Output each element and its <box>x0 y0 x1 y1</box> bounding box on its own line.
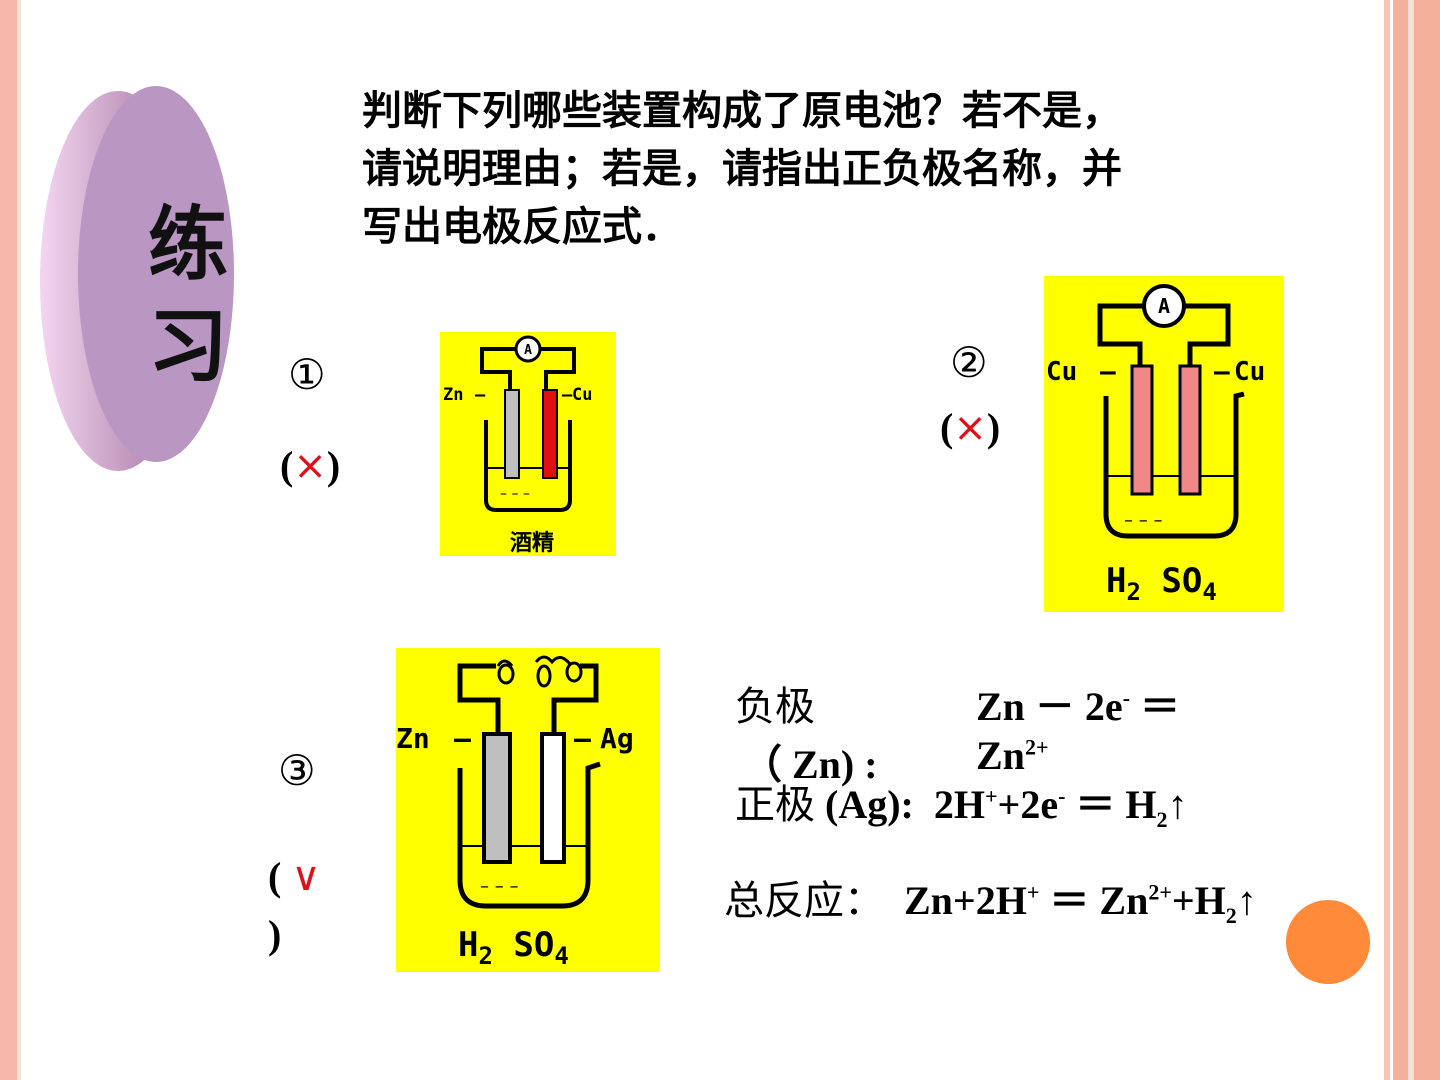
left-border-inner-strip <box>17 0 21 1080</box>
solution-label: H2 SO4 <box>1106 561 1217 606</box>
beaker-cu-cu-acid: A Cu – – Cu – – – H2 SO4 <box>1046 284 1265 606</box>
svg-text:–: – <box>454 722 471 755</box>
item-2-mark-close: ) <box>986 405 1001 450</box>
diagram-2-cell: A Cu – – Cu – – – H2 SO4 <box>1044 276 1284 612</box>
orange-circle-decoration <box>1286 900 1370 984</box>
svg-text:–: – <box>475 385 486 405</box>
badge-disc-graphic <box>40 86 234 471</box>
diagram-3-cell: Zn – – Ag – – – H2 SO4 <box>396 648 660 972</box>
item-1-number: ① <box>288 350 326 399</box>
question-line-2: 请说明理由；若是，请指出正负极名称，并 <box>362 146 1122 192</box>
item-2-number: ② <box>950 338 988 387</box>
solution-label: 酒精 <box>510 530 554 556</box>
svg-text:–: – <box>1100 357 1116 387</box>
item-2-mark: (×) <box>940 404 1000 451</box>
beaker-zn-cu-alcohol: A Zn – – Cu – – – 酒精 <box>443 335 592 556</box>
badge-char-xi: 习 <box>148 300 228 393</box>
negative-electrode-equation: Zn － 2e- ＝ <box>976 684 1181 729</box>
electrode-label-zn: Zn <box>396 722 430 755</box>
item-3-mark: ( ∨) <box>268 848 328 964</box>
item-3-mark-close: ) <box>268 912 282 957</box>
svg-text:–: – <box>574 722 591 755</box>
meter-label: A <box>524 343 532 358</box>
electrode-label-cu-right: Cu <box>1234 357 1265 387</box>
cross-icon: × <box>953 405 987 451</box>
electrode-label-cu-left: Cu <box>1046 357 1077 387</box>
negative-electrode-label: 负极 <box>735 684 815 730</box>
practice-badge: 练 习 <box>38 86 238 476</box>
item-3-number: ③ <box>278 746 316 795</box>
beaker-zn-ag-acid: Zn – – Ag – – – H2 SO4 <box>396 655 634 970</box>
solution-label: H2 SO4 <box>458 925 569 970</box>
positive-electrode-equation: 正极 (Ag): 2H++2e- ＝ H2↑ <box>735 782 1188 832</box>
item-1-mark: (×) <box>280 442 340 489</box>
svg-text:– – –: – – – <box>480 876 518 897</box>
electrode-label-cu: Cu <box>572 385 592 405</box>
negative-electrode-product: Zn2+ <box>976 733 1049 778</box>
item-2-mark-open: ( <box>940 405 954 450</box>
question-text: 判断下列哪些装置构成了原电池？若不是， 请说明理由；若是，请指出正负极名称，并 … <box>362 82 1302 256</box>
diagram-1-cell: A Zn – – Cu – – – 酒精 <box>440 332 616 556</box>
meter-label: A <box>1158 294 1170 318</box>
svg-text:– – –: – – – <box>1124 510 1162 531</box>
electrode-label-ag: Ag <box>600 722 634 755</box>
electrode-label-zn: Zn <box>443 385 463 405</box>
item-1-mark-close: ) <box>326 443 341 488</box>
right-border-stripes <box>1378 0 1440 1080</box>
question-line-3: 写出电极反应式． <box>362 204 682 250</box>
overall-reaction-equation: 总反应： Zn+2H+ ＝ Zn2++H2↑ <box>724 878 1257 928</box>
svg-text:– – –: – – – <box>500 486 530 502</box>
negative-electrode-metal: （ Zn) : <box>742 742 878 787</box>
item-3-mark-open: ( <box>268 854 282 899</box>
cross-icon: × <box>293 443 327 489</box>
svg-text:–: – <box>562 385 573 405</box>
question-line-1: 判断下列哪些装置构成了原电池？若不是， <box>362 88 1122 134</box>
left-border-strip <box>0 0 17 1080</box>
badge-char-lian: 练 <box>148 198 228 291</box>
item-1-mark-open: ( <box>280 443 294 488</box>
svg-text:–: – <box>1214 357 1230 387</box>
check-icon: ∨ <box>291 854 321 900</box>
